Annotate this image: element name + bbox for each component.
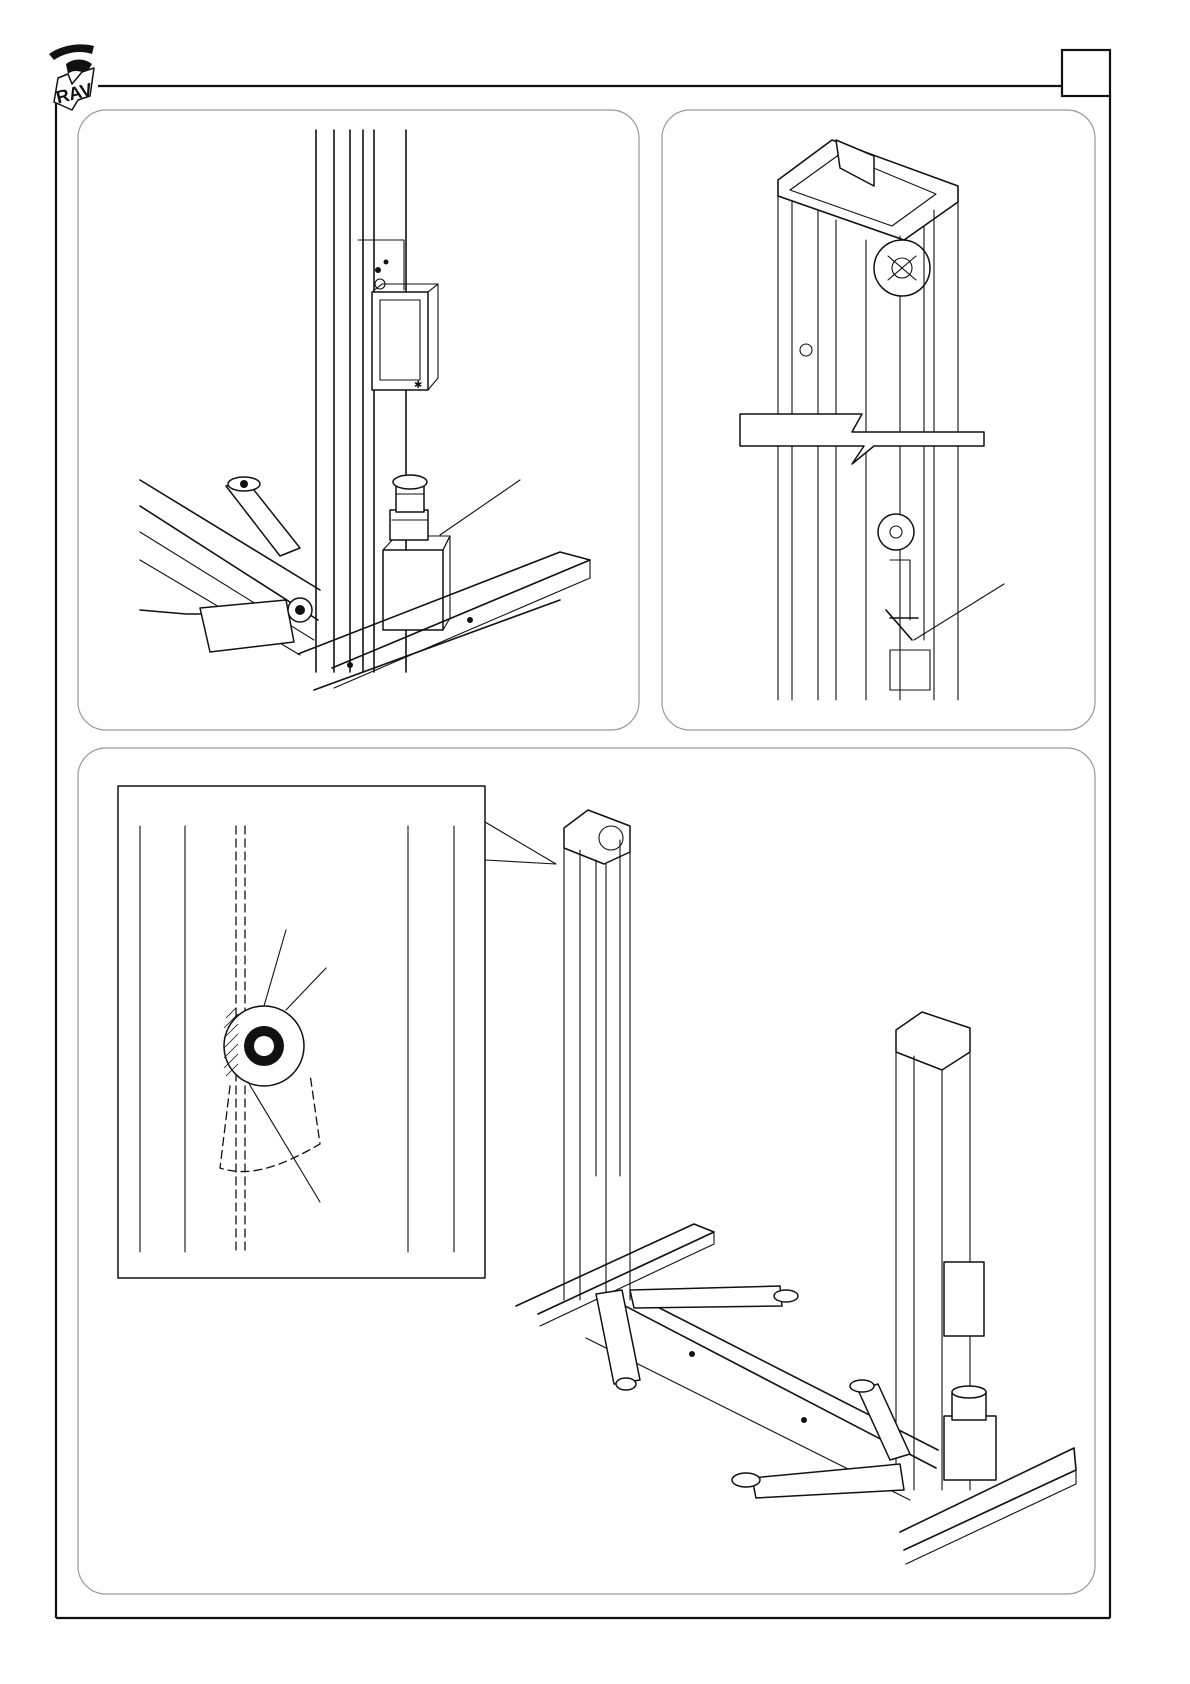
rav-logo-icon: RAV: [49, 44, 94, 110]
bottom-hydraulic-unit-icon: [944, 1416, 996, 1480]
top-left-column-icon: ✱: [140, 130, 590, 690]
bottom-two-post-lift-icon: [118, 786, 1076, 1564]
top-left-panel: [78, 110, 639, 730]
bottom-control-box-icon: [944, 1262, 984, 1336]
top-right-column-top-icon: [740, 140, 1004, 700]
svg-text:✱: ✱: [414, 380, 422, 391]
top-right-panel: [662, 110, 1095, 730]
